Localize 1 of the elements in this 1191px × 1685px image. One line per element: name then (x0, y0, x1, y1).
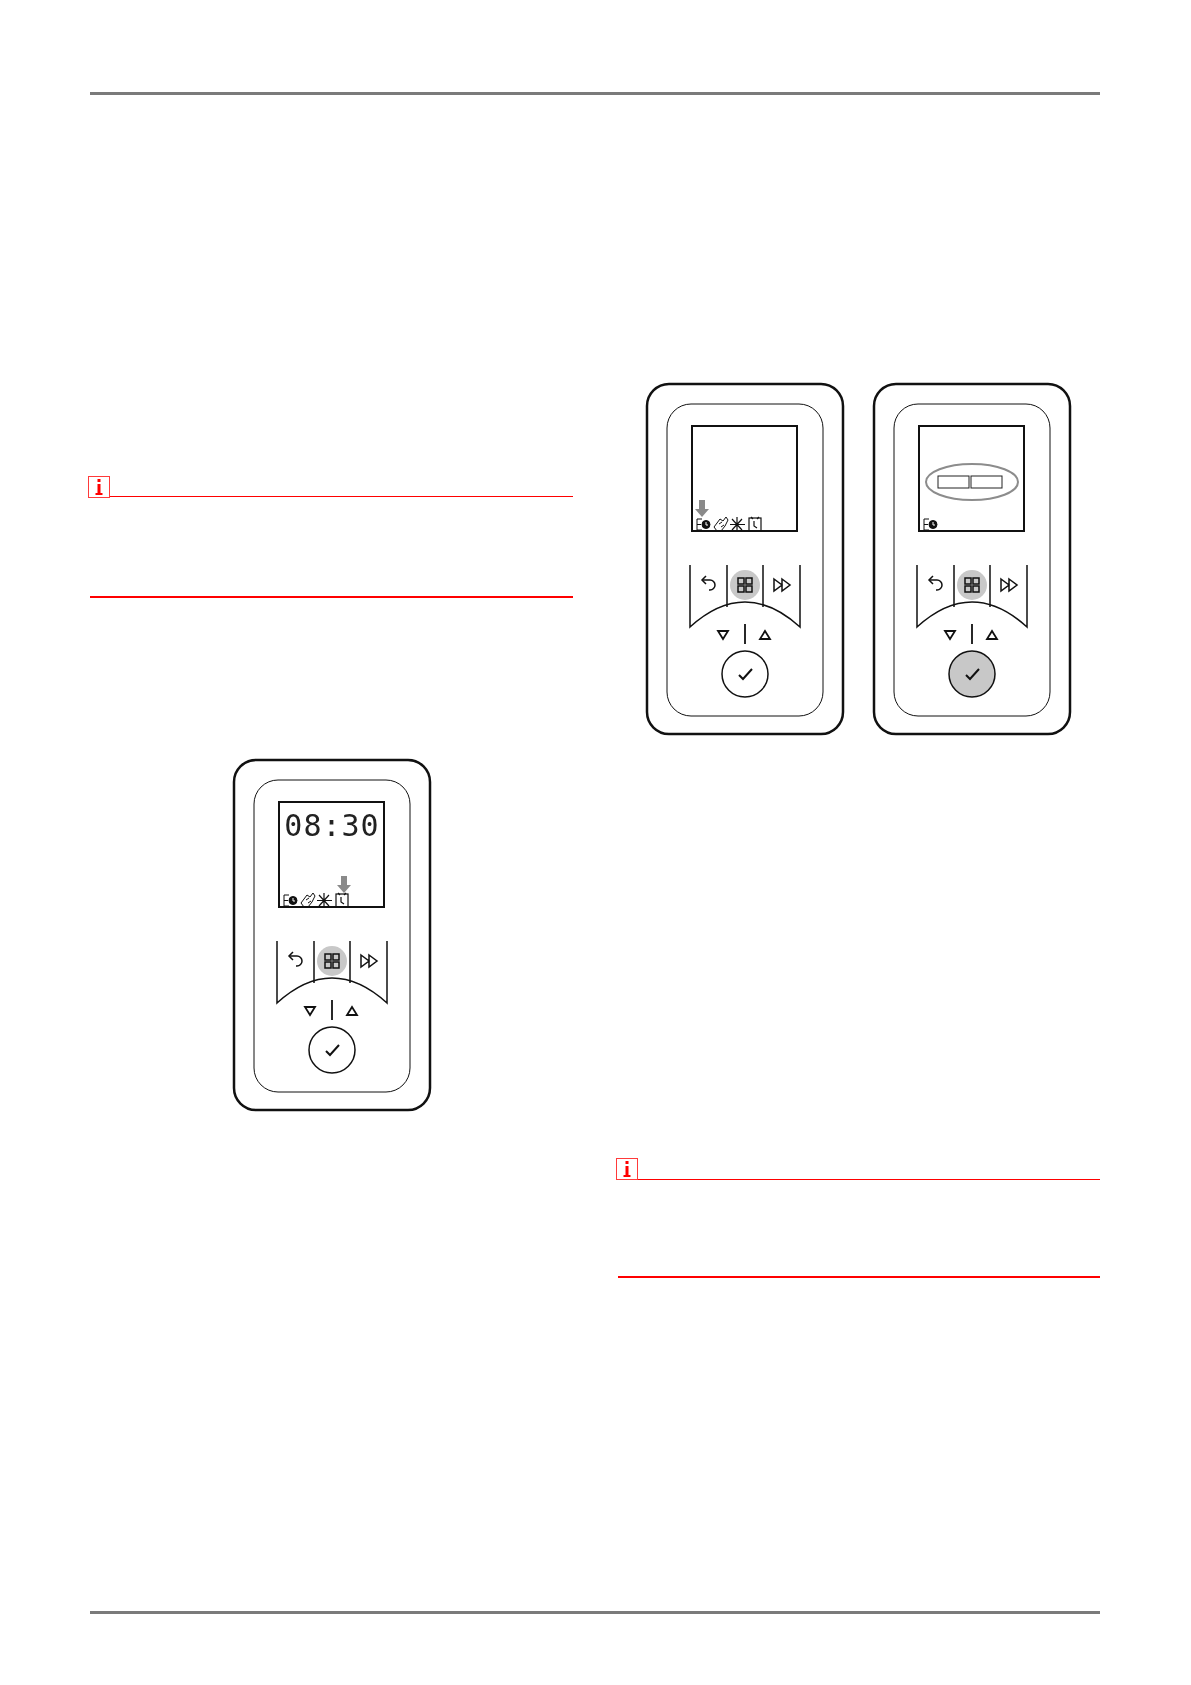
time-readout: 08:30 (283, 808, 381, 843)
